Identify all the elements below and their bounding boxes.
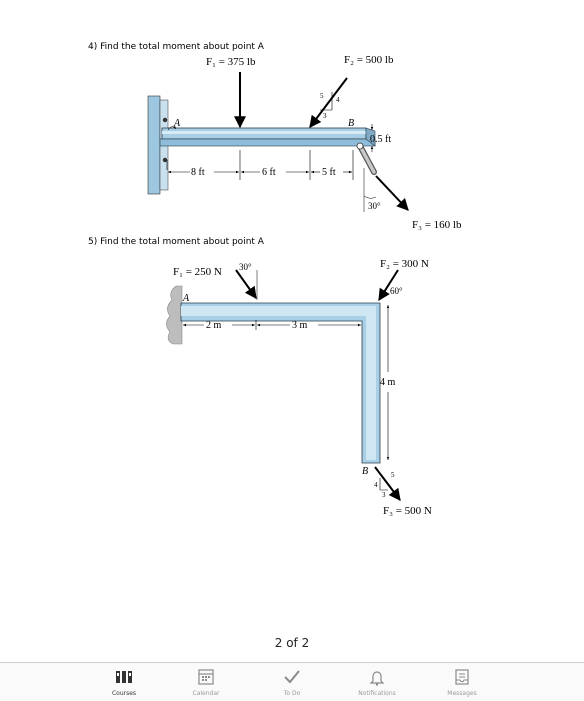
point-a-label: A (173, 118, 181, 129)
dim-2m-label: 2 m (206, 320, 222, 331)
svg-text:4: 4 (374, 481, 378, 489)
bottom-tab-bar: Courses Calendar To Do Notifications (0, 662, 584, 701)
force-f1-label: F₁ = 250 N (173, 266, 222, 278)
force-f2-arrow (309, 77, 348, 128)
tab-label: Notifications (358, 690, 396, 697)
point-a-label: A (182, 293, 190, 304)
tab-label: Courses (111, 690, 137, 697)
dim-8ft-label: 8 ft (191, 167, 205, 178)
svg-text:5: 5 (391, 471, 395, 479)
force-f2-label: F₂ = 300 N (380, 258, 429, 270)
inbox-icon (455, 669, 469, 685)
link-member (356, 142, 377, 175)
bell-icon (369, 671, 385, 686)
problem-4-title: 4) Find the total moment about point A (88, 42, 264, 52)
force-f3-label: F₃ = 500 N (383, 505, 432, 517)
svg-text:3: 3 (323, 112, 327, 120)
force-f1-label: F₁ = 375 lb (206, 56, 256, 68)
force-f2-label: F₂ = 500 lb (344, 54, 394, 66)
svg-text:5: 5 (320, 92, 324, 100)
dimension-line-problem-4 (166, 150, 354, 180)
dimension-0-5ft: 0.5 ft (370, 124, 391, 152)
point-b-label: B (348, 118, 354, 129)
courses-icon (116, 671, 132, 683)
svg-text:4: 4 (336, 96, 340, 104)
dim-5ft-label: 5 ft (322, 167, 336, 178)
tab-messages[interactable]: Messages (422, 663, 502, 701)
dimension-line-horizontal (183, 320, 361, 330)
tab-to-do[interactable]: To Do (252, 663, 332, 701)
tab-notifications[interactable]: Notifications (337, 663, 417, 701)
tab-label: Calendar (192, 690, 220, 697)
slope-triangle-f2: 5 4 3 (320, 92, 340, 120)
checkmark-icon (284, 670, 300, 684)
calendar-icon (198, 669, 214, 685)
dim-6ft-label: 6 ft (262, 167, 276, 178)
f2-angle-label: 60° (390, 286, 403, 296)
tab-courses[interactable]: Courses (84, 663, 164, 701)
tab-calendar[interactable]: Calendar (166, 663, 246, 701)
f1-angle-label: 30° (239, 262, 252, 272)
l-shaped-beam (180, 302, 381, 464)
force-f3-label: F₃ = 160 lb (412, 219, 462, 231)
force-f3-arrow (375, 175, 409, 211)
force-f3-arrow (374, 466, 401, 501)
force-f1-arrow (235, 269, 257, 299)
force-f2-arrow (378, 269, 399, 302)
dim-4m-label: 4 m (380, 377, 396, 388)
page-indicator: 2 of 2 (274, 636, 310, 650)
rough-wall (166, 285, 183, 345)
svg-text:0.5 ft: 0.5 ft (370, 134, 391, 145)
angle-30-label: 30° (368, 201, 381, 211)
tab-label: To Do (283, 690, 301, 697)
svg-text:3: 3 (382, 491, 386, 499)
point-b-label: B (362, 466, 368, 477)
dim-3m-label: 3 m (292, 320, 308, 331)
problem-5-title: 5) Find the total moment about point A (88, 237, 264, 247)
slope-triangle-f3: 5 4 3 (374, 471, 395, 499)
tab-label: Messages (447, 690, 477, 697)
